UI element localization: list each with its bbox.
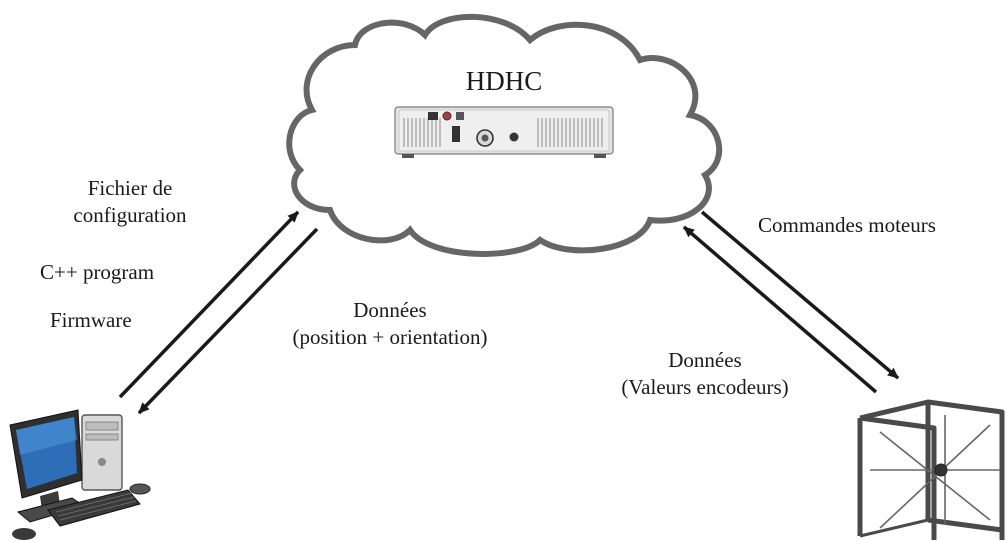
label-fichier-de: Fichier de <box>87 176 173 200</box>
arrow-pc-to-hdhc <box>118 210 300 399</box>
label-valeurs-encodeurs: (Valeurs encodeurs) <box>621 375 789 399</box>
arrow-hdhc-to-pc <box>137 227 319 415</box>
label-configuration: configuration <box>73 203 187 227</box>
label-donnees-right: Données <box>668 348 742 372</box>
label-cpp-program: C++ program <box>40 260 155 284</box>
hdhc-device-icon <box>394 106 614 158</box>
desktop-computer-icon <box>9 409 151 540</box>
label-position-orientation: (position + orientation) <box>292 325 488 349</box>
label-firmware: Firmware <box>50 308 132 332</box>
arrow-hdhc-to-device <box>700 210 900 380</box>
arrow-device-to-hdhc <box>682 225 878 394</box>
hdhc-title: HDHC <box>465 66 543 96</box>
label-donnees-left: Données <box>353 298 427 322</box>
cube-device-icon <box>857 399 1005 540</box>
label-commandes-moteurs: Commandes moteurs <box>758 213 936 237</box>
